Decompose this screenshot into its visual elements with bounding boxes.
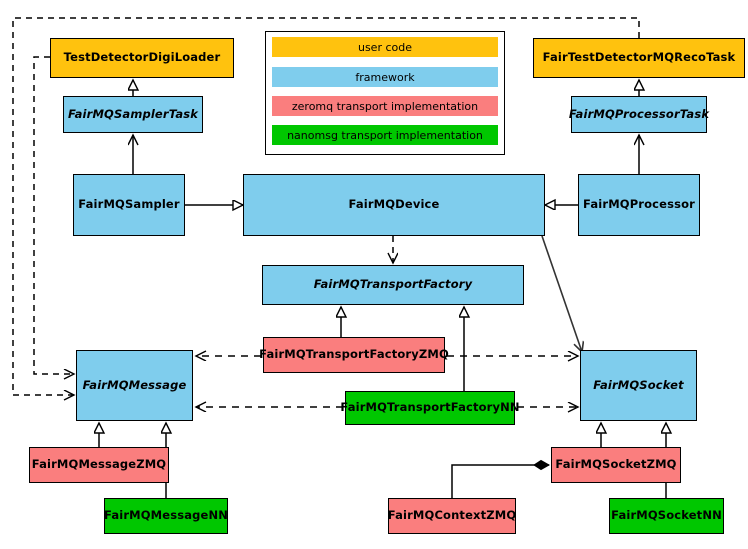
class-label-testdetectordigiloader: TestDetectorDigiLoader [63,50,221,65]
class-box-fairmqtransportfactory[interactable]: FairMQTransportFactory [262,265,524,305]
class-label-fairmqsamplertask: FairMQSamplerTask [67,106,199,121]
class-label-fairmqtransportfactory: FairMQTransportFactory [313,277,473,292]
class-box-fairmqcontextzmq[interactable]: FairMQContextZMQ [388,498,516,534]
class-box-fairmqdevice[interactable]: FairMQDevice [243,174,545,236]
class-box-fairmqmessagezmq[interactable]: FairMQMessageZMQ [29,447,169,483]
class-label-fairmqtransportfactorynn: FairMQTransportFactoryNN [340,400,520,415]
class-box-fairmqprocessor[interactable]: FairMQProcessor [578,174,700,236]
class-box-fairmqtransportfactorynn[interactable]: FairMQTransportFactoryNN [340,391,520,425]
class-box-fairmqmessage[interactable]: FairMQMessage [76,350,193,421]
class-label-fairmqmessagenn: FairMQMessageNN [104,508,228,523]
class-box-fairmqtransportfactoryzmq[interactable]: FairMQTransportFactoryZMQ [259,337,449,373]
class-box-fairmqprocessortask[interactable]: FairMQProcessorTask [568,96,710,133]
class-label-fairmqtransportfactoryzmq: FairMQTransportFactoryZMQ [259,347,449,362]
edge-socketzmq-contextzmq [451,459,551,498]
class-box-fairmqsamplertask[interactable]: FairMQSamplerTask [63,96,203,133]
legend-label-framework: framework [355,70,415,84]
edge-digiloader-message-routed [33,56,74,374]
class-label-fairmqdevice: FairMQDevice [348,197,440,212]
class-label-fairtestdetectormqrecotask: FairTestDetectorMQRecoTask [542,50,736,65]
edge-recotask-message-routed [12,17,640,395]
class-label-fairmqcontextzmq: FairMQContextZMQ [387,508,517,523]
class-box-fairmqsocketzmq[interactable]: FairMQSocketZMQ [551,447,681,483]
legend-item-zeromq: zeromq transport implementation [272,96,498,116]
class-box-testdetectordigiloader[interactable]: TestDetectorDigiLoader [50,38,234,78]
legend-item-user-code: user code [272,37,498,57]
class-box-fairmqmessagenn[interactable]: FairMQMessageNN [104,498,228,534]
class-box-fairtestdetectormqrecotask[interactable]: FairTestDetectorMQRecoTask [533,38,745,78]
class-label-fairmqsocketzmq: FairMQSocketZMQ [555,457,677,472]
legend-label-nanomsg: nanomsg transport implementation [287,128,483,142]
legend-label-user-code: user code [357,40,413,54]
class-box-fairmqsocketnn[interactable]: FairMQSocketNN [609,498,724,534]
legend-item-framework: framework [272,67,498,87]
class-box-fairmqsocket[interactable]: FairMQSocket [580,350,697,421]
class-label-fairmqprocessortask: FairMQProcessorTask [568,106,710,121]
class-box-fairmqsampler[interactable]: FairMQSampler [73,174,185,236]
class-label-fairmqmessagezmq: FairMQMessageZMQ [31,457,167,472]
class-label-fairmqsampler: FairMQSampler [78,197,180,212]
class-label-fairmqsocketnn: FairMQSocketNN [611,508,722,523]
class-label-fairmqprocessor: FairMQProcessor [583,197,695,212]
legend-label-zeromq: zeromq transport implementation [291,99,479,113]
class-label-fairmqsocket: FairMQSocket [593,377,684,392]
edge-device-socket [541,235,582,352]
legend-item-nanomsg: nanomsg transport implementation [272,125,498,145]
class-label-fairmqmessage: FairMQMessage [82,377,187,392]
